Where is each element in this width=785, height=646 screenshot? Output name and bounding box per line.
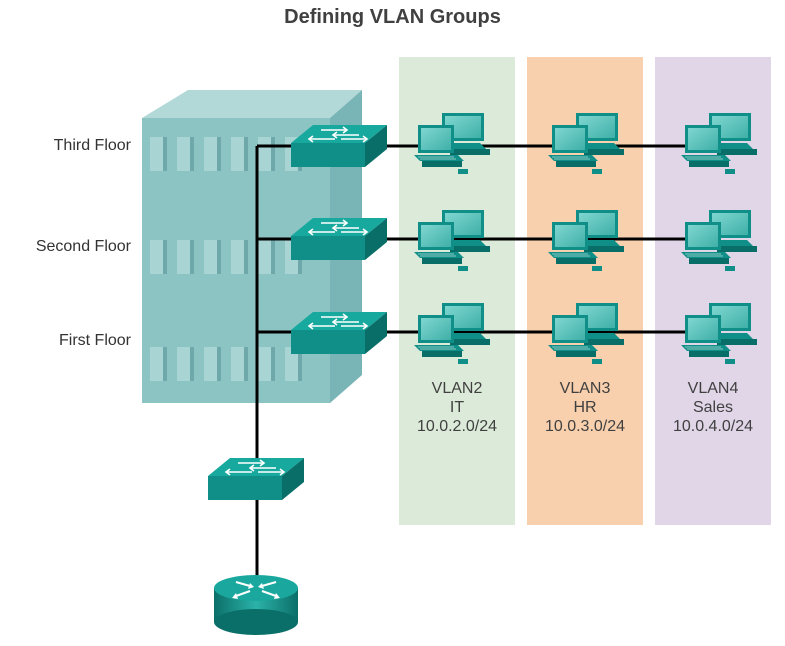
vlan-name: VLAN2 <box>431 380 483 397</box>
vlan-subnet: 10.0.2.0/24 <box>416 418 498 435</box>
vlan-name: VLAN4 <box>687 380 739 397</box>
vlan-subnet: 10.0.3.0/24 <box>544 418 626 435</box>
vlan-subnet: 10.0.4.0/24 <box>672 418 754 435</box>
page-title: Defining VLAN Groups <box>284 6 501 28</box>
floor-label-first: First Floor <box>59 332 131 349</box>
distribution-switch-icon <box>207 457 305 501</box>
vlan-label-vlan3: VLAN3 HR 10.0.3.0/24 <box>527 379 643 436</box>
third-floor-switch-icon <box>290 124 388 168</box>
vlan-dept: HR <box>573 399 597 416</box>
vlan-label-vlan4: VLAN4 Sales 10.0.4.0/24 <box>655 379 771 436</box>
router-icon <box>214 575 298 635</box>
first-floor-switch-icon <box>290 311 388 355</box>
floor-label-second: Second Floor <box>35 238 131 255</box>
floor-label-third: Third Floor <box>53 137 131 154</box>
vlan-label-vlan2: VLAN2 IT 10.0.2.0/24 <box>399 379 515 436</box>
vlan-dept: IT <box>449 399 465 416</box>
second-floor-switch-icon <box>290 217 388 261</box>
vlan-dept: Sales <box>692 399 734 416</box>
vlan-name: VLAN3 <box>559 380 611 397</box>
